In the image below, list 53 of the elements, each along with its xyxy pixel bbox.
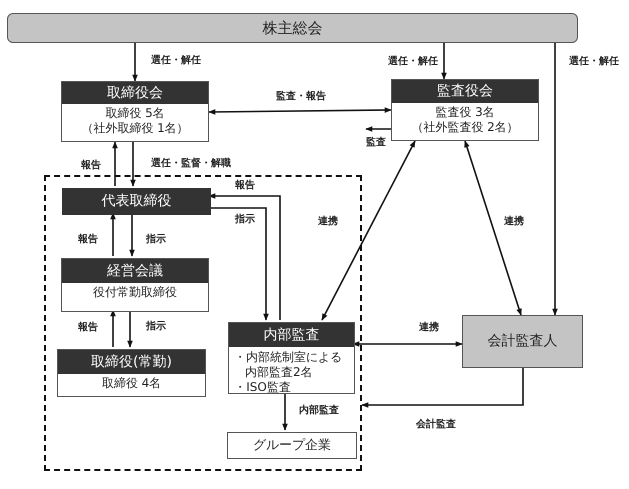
edge-label: 連携 (418, 322, 440, 334)
org-box: 代表取締役 (62, 188, 211, 215)
arrow (208, 107, 392, 115)
header-bar: 取締役会 (62, 82, 208, 104)
edge-label: 選任・解任 (387, 56, 439, 68)
box-text: 取締役 5名（社外取締役 1名） (80, 105, 190, 137)
arrow (209, 207, 269, 321)
header-bar: 監査役会 (392, 80, 538, 103)
edge-label: 会計監査 (415, 419, 457, 431)
edge-label: 指示 (145, 321, 167, 333)
edge-label: 選任・解任 (150, 55, 202, 67)
edge-label: 連携 (317, 216, 339, 228)
meeting-banner: 株主総会 (7, 13, 578, 43)
arrow (112, 141, 118, 186)
header-bar: 経営会議 (62, 259, 208, 283)
org-box (61, 81, 209, 142)
box-text: 役付常勤取締役 (92, 284, 178, 301)
edge-label: 連携 (503, 216, 525, 228)
org-box: グループ企業 (227, 432, 357, 459)
edge-label: 報告 (80, 160, 102, 172)
arrow (129, 213, 135, 257)
edge-label: 監査 (365, 137, 387, 149)
dashed-group-frame (44, 175, 362, 471)
arrow (365, 126, 391, 132)
edge-label: 報告 (77, 234, 99, 246)
arrow (321, 140, 416, 321)
box-text: ・内部統制室による内部監査2名 (233, 349, 344, 380)
org-box (228, 322, 355, 394)
org-box (57, 349, 206, 397)
org-box: 会計監査人 (462, 315, 583, 368)
edge-label: 報告 (234, 180, 256, 192)
arrow (130, 142, 136, 187)
edge-label: 指示 (145, 234, 167, 246)
edge-label: 監査・報告 (275, 91, 327, 103)
edge-label: 選任・監督・解職 (150, 158, 232, 170)
arrow (127, 310, 133, 348)
edge-label: 報告 (77, 322, 99, 334)
edge-label: 選任・解任 (568, 56, 620, 68)
arrow (441, 43, 447, 80)
header-bar: 取締役(常勤) (58, 350, 205, 374)
box-text: ・ISO監査 (233, 380, 292, 395)
arrow (361, 368, 524, 408)
edge-label: 内部監査 (298, 405, 340, 417)
arrow (464, 140, 522, 316)
arrow (552, 43, 558, 316)
arrow (132, 43, 138, 82)
org-box (391, 79, 539, 141)
arrow (282, 392, 288, 431)
header-bar: 内部監査 (229, 323, 354, 347)
box-text: 監査役 3名（社外監査役 2名） (410, 104, 520, 136)
box-text: 取締役 4名 (100, 375, 162, 392)
edge-label: 指示 (234, 214, 256, 226)
org-box (61, 258, 209, 312)
